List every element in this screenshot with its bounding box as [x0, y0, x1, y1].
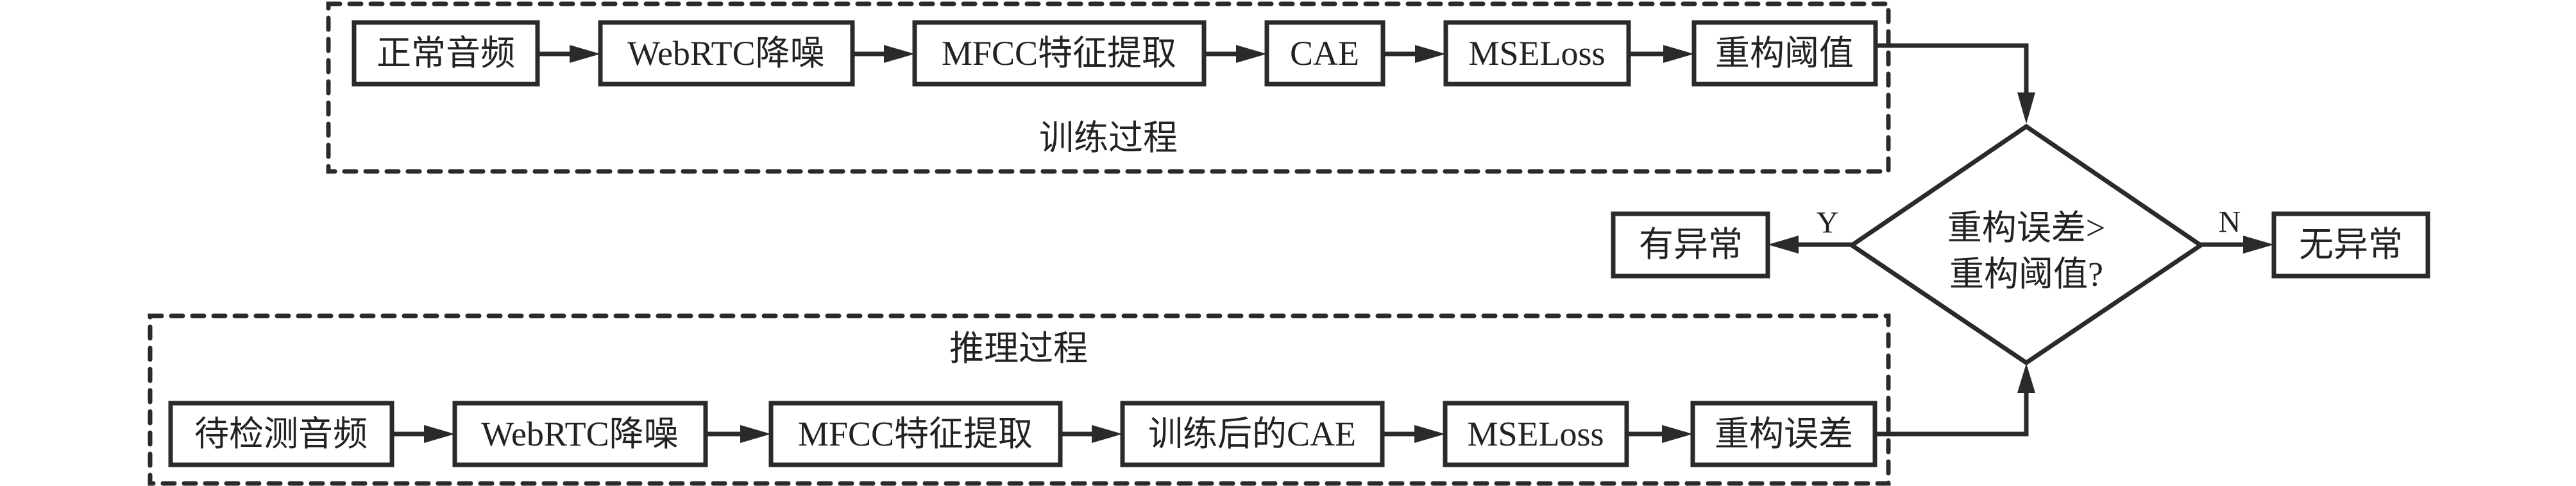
- inference-step-trained-cae: [1120, 401, 1385, 467]
- no-label: N: [2219, 205, 2241, 239]
- arrow-head-icon: [884, 45, 915, 63]
- result-normal-label: 无异常: [2299, 225, 2403, 264]
- inference-step-label: WebRTC降噪: [481, 415, 678, 453]
- connector-threshold-to-decision: [1876, 43, 2035, 124]
- inference-step-label: MFCC特征提取: [798, 415, 1033, 453]
- arrow-head-icon: [1415, 45, 1446, 63]
- arrow-head-icon: [1414, 425, 1445, 443]
- inference-step-input-audio: [168, 401, 394, 467]
- training-step-label: CAE: [1290, 34, 1359, 73]
- training-step-label: 正常音频: [377, 34, 515, 73]
- result-anomaly-box: [1611, 211, 1770, 279]
- connector-error-to-decision: [1875, 363, 2035, 437]
- arrow-right-icon: [2243, 236, 2274, 254]
- yes-branch: Y 有异常: [1611, 206, 1852, 279]
- arrow-head-icon: [424, 425, 455, 443]
- inference-step-mseloss: [1443, 401, 1629, 467]
- no-branch: N 无异常: [2201, 205, 2430, 279]
- inference-group-border: [148, 313, 1891, 486]
- arrow-head-icon: [740, 425, 771, 443]
- arrow-head-icon: [1662, 425, 1693, 443]
- connector-line: [1876, 43, 2029, 96]
- training-step-label: MFCC特征提取: [942, 34, 1176, 73]
- yes-label: Y: [1817, 206, 1839, 240]
- arrow-down-icon: [2017, 92, 2035, 124]
- decision-node: 重构误差> 重构阈值?: [1847, 123, 2205, 366]
- training-group-border: [326, 1, 1891, 174]
- decision-diamond: [1847, 123, 2205, 366]
- training-step-mfcc: [912, 20, 1207, 87]
- arrow-head-icon: [1663, 45, 1694, 63]
- arrow-left-icon: [1768, 236, 1799, 254]
- arrow-up-icon: [2017, 363, 2035, 393]
- result-anomaly-label: 有异常: [1639, 225, 1743, 264]
- inference-group-label: 推理过程: [949, 329, 1088, 368]
- training-step-webrtc-denoise: [598, 20, 855, 87]
- training-step-label: 重构阈值: [1715, 34, 1854, 73]
- inference-group: 推理过程 待检测音频 WebRTC降噪 MFCC特征提取 训练后的CAE MSE…: [148, 313, 1891, 486]
- training-step-label: WebRTC降噪: [627, 34, 824, 73]
- training-group: 训练过程 正常音频 WebRTC降噪 MFCC特征提取 CAE MSELoss …: [326, 1, 1891, 174]
- inference-step-label: MSELoss: [1467, 415, 1604, 453]
- inference-step-label: 重构误差: [1715, 415, 1853, 453]
- training-step-label: MSELoss: [1468, 34, 1605, 73]
- arrow-head-icon: [1092, 425, 1123, 443]
- inference-step-webrtc-denoise: [452, 401, 708, 467]
- inference-step-label: 待检测音频: [194, 415, 368, 453]
- inference-step-label: 训练后的CAE: [1148, 415, 1356, 453]
- training-group-label: 训练过程: [1039, 119, 1178, 157]
- decision-text-line2: 重构阈值?: [1949, 255, 2103, 293]
- training-arrows: [538, 45, 1694, 63]
- arrow-head-icon: [570, 45, 600, 63]
- connector-line: [1875, 388, 2029, 437]
- training-step-threshold: [1691, 20, 1878, 87]
- arrow-head-icon: [1236, 45, 1267, 63]
- decision-text-line1: 重构误差>: [1947, 209, 2105, 247]
- result-normal-box: [2271, 211, 2430, 279]
- inference-arrows: [392, 425, 1693, 443]
